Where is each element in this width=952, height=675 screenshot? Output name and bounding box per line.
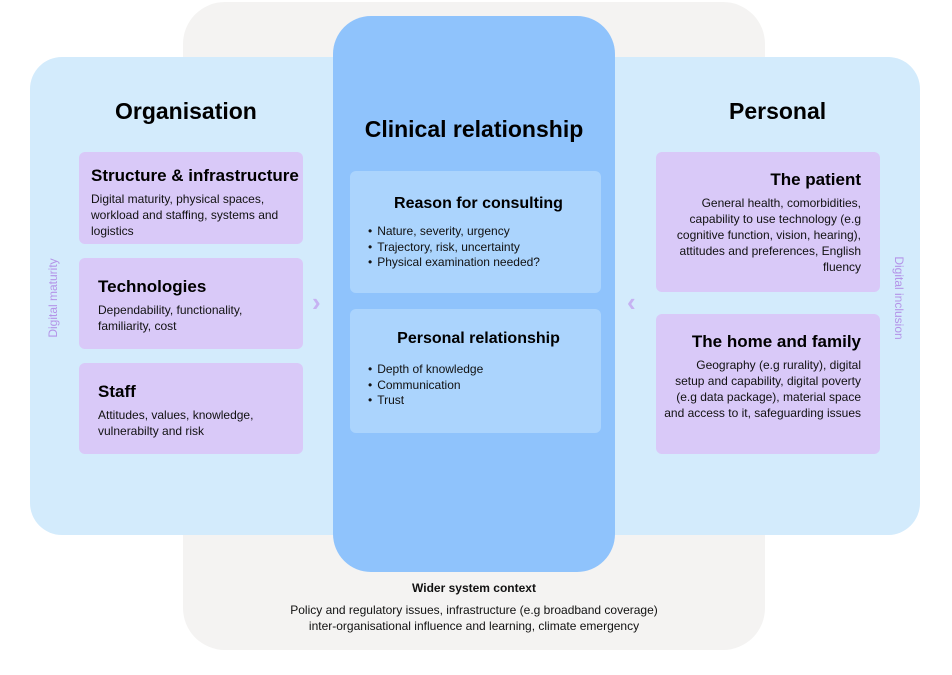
card-title: The patient: [770, 170, 861, 189]
chevron-right-icon: ›: [312, 287, 321, 317]
card-title: Reason for consulting: [394, 195, 563, 212]
clinical-relationship-panel: [333, 16, 615, 572]
card-title: Structure & infrastructure: [91, 166, 299, 185]
digital-inclusion-label: Digital inclusion: [892, 256, 906, 340]
the-patient-card: The patient General health, comorbiditie…: [656, 152, 880, 292]
staff-card: Staff Attitudes, values, knowledge, vuln…: [79, 363, 303, 454]
technologies-card: Technologies Dependability, functionalit…: [79, 258, 303, 349]
wider-system-context-text: Policy and regulatory issues, infrastruc…: [290, 603, 658, 633]
reason-for-consulting-card: Reason for consulting Nature, severity, …: [350, 171, 601, 293]
digital-maturity-label: Digital maturity: [46, 258, 60, 338]
list-item: Physical examination needed?: [368, 255, 589, 271]
list-item: Nature, severity, urgency: [368, 224, 589, 240]
card-title: Staff: [98, 382, 136, 401]
chevron-left-icon: ‹: [627, 287, 636, 317]
clinical-relationship-title: Clinical relationship: [364, 116, 584, 142]
card-text: Attitudes, values, knowledge, vulnerabil…: [98, 408, 254, 438]
organisation-title: Organisation: [115, 98, 257, 124]
card-text: General health, comorbidities, capabilit…: [676, 196, 861, 274]
list-item: Trajectory, risk, uncertainty: [368, 240, 589, 256]
list-item: Communication: [368, 378, 589, 394]
relationship-list: Depth of knowledge Communication Trust: [368, 362, 589, 409]
home-and-family-card: The home and family Geography (e.g rural…: [656, 314, 880, 454]
reason-list: Nature, severity, urgency Trajectory, ri…: [368, 224, 589, 271]
list-item: Trust: [368, 393, 589, 409]
card-text: Digital maturity, physical spaces, workl…: [91, 192, 279, 238]
card-text: Geography (e.g rurality), digital setup …: [664, 358, 861, 420]
wider-system-context-title: Wider system context: [412, 581, 536, 595]
card-title: Personal relationship: [397, 330, 560, 347]
personal-relationship-card: Personal relationship Depth of knowledge…: [350, 309, 601, 433]
personal-title: Personal: [729, 98, 827, 124]
card-text: Dependability, functionality, familiarit…: [98, 303, 243, 333]
structure-infrastructure-card: Structure & infrastructure Digital matur…: [79, 152, 303, 244]
card-title: Technologies: [98, 277, 207, 296]
list-item: Depth of knowledge: [368, 362, 589, 378]
card-title: The home and family: [691, 332, 861, 351]
